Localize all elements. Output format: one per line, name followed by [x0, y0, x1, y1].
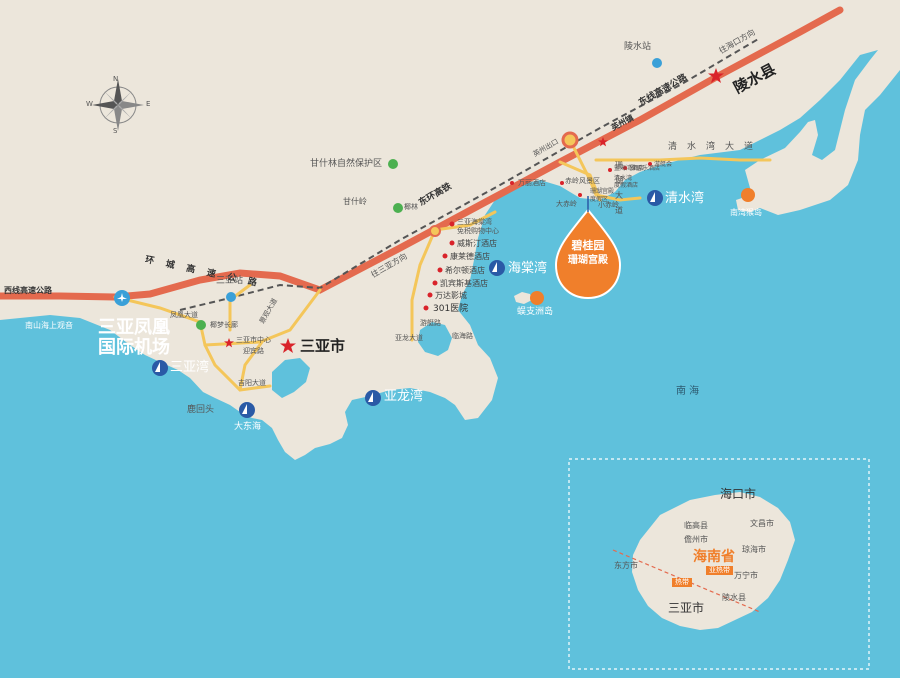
place-sanya-center: 三亚市中心 — [236, 336, 271, 344]
inset-province: 海南省 — [693, 549, 735, 565]
east-hotel-item: 游艇会 — [654, 161, 673, 168]
road-west-expressway: 西线高速公路 — [4, 286, 52, 295]
project-name-1: 碧桂园 — [571, 239, 605, 252]
compass-rose-icon — [92, 79, 144, 131]
inset-linggao: 临高县 — [684, 521, 708, 530]
road-yalong: 亚龙大道 — [395, 334, 423, 342]
place-xiaochiling: 小赤岭 — [598, 201, 619, 209]
east-hotel-item: 清水湾 度假酒店 — [614, 175, 639, 189]
sanya-river-inlet — [272, 358, 310, 398]
place-chiling: 赤岭风景区 — [565, 177, 600, 185]
airplane-icon — [114, 290, 130, 306]
road-shanhu: 珊瑚大道 — [615, 161, 623, 215]
place-nanshan: 南山海上观音 — [25, 321, 73, 330]
east-hotel-item: 蓝海湾酒店 — [614, 165, 645, 172]
compass-e: E — [146, 100, 151, 108]
red-star-icon — [598, 137, 608, 147]
cocktail-icon — [530, 188, 755, 305]
inset-danzhou: 儋州市 — [684, 535, 708, 544]
east-hotel-item: 雅居乐酒店 — [630, 165, 661, 172]
red-star-icon — [224, 338, 234, 348]
inset-wenchang: 文昌市 — [750, 519, 774, 528]
road-qingshui: 清水湾大道 — [668, 142, 764, 152]
hotel-item: 康莱德酒店 — [450, 252, 490, 261]
place-luhuitou: 鹿回头 — [187, 405, 215, 415]
place-nanwan-monkey: 南湾猴岛 — [730, 208, 762, 217]
hotel-item: 威斯汀酒店 — [457, 239, 497, 248]
hotel-item: 万达影城 — [435, 291, 467, 300]
compass-n: N — [113, 75, 119, 83]
bay-yalong: 亚龙湾 — [384, 389, 424, 404]
road-jiyang: 吉阳大道 — [238, 379, 266, 387]
place-yemaolin: 椰林 — [404, 203, 418, 211]
place-sanya-city: 三亚市 — [300, 337, 346, 355]
inset-dongfang: 东方市 — [614, 561, 638, 570]
project-name-2: 珊瑚宫殿 — [568, 255, 608, 266]
inset-sanya: 三亚市 — [668, 601, 705, 615]
inset-hainan-island — [632, 492, 795, 630]
inset-qionghai: 琼海市 — [742, 545, 766, 554]
place-ganshiling: 甘什岭 — [343, 197, 367, 206]
sea-south: 南 海 — [676, 386, 700, 397]
road-hd: 凤凰大道 — [170, 311, 198, 319]
bay-qingshui: 清水湾 — [665, 191, 705, 206]
place-hotel-cluster: 珊瑚宫殿 度假区 — [590, 188, 615, 203]
inset-haikou: 海口市 — [720, 487, 757, 501]
place-dachiling: 大赤岭 — [556, 200, 577, 208]
place-ganshilin: 甘什林自然保护区 — [310, 159, 383, 169]
red-star-icon — [280, 338, 296, 353]
park-icon — [196, 159, 403, 330]
hotel-item: 凯宾斯基酒店 — [440, 279, 488, 288]
road-yuyu: 游艇路 — [420, 319, 441, 327]
bay-sanya: 三亚湾 — [170, 360, 210, 375]
bay-haitang: 海棠湾 — [508, 261, 548, 276]
place-hospital: 301医院 — [433, 304, 469, 314]
harbour-inlet — [418, 322, 452, 356]
island-nanwan — [736, 196, 760, 212]
train-station-icon — [226, 58, 662, 302]
inset-wanning: 万宁市 — [734, 571, 758, 580]
inset-subtropic: 亚热带 — [706, 566, 733, 575]
location-pin-icon — [554, 208, 622, 300]
road-yingbin: 迎宾路 — [243, 347, 264, 355]
sail-glyphs — [155, 192, 655, 414]
hotel-item: 希尔顿酒店 — [445, 266, 485, 275]
inset-lingshui: 陵水县 — [722, 593, 746, 602]
compass-s: S — [113, 127, 118, 135]
hotel-dots — [423, 162, 652, 311]
place-haitang-dutyfree: 三亚海棠湾 免税购物中心 — [457, 218, 499, 235]
interchange-icon — [429, 131, 579, 237]
red-star-icon — [708, 68, 724, 83]
inset-frame — [568, 458, 870, 670]
place-wuzhizhou: 蜈支洲岛 — [517, 307, 554, 317]
place-wanli: 万丽酒店 — [518, 179, 546, 187]
place-sanya-station: 三亚站 — [216, 276, 244, 286]
compass-w: W — [86, 100, 93, 108]
road-linhai: 临海路 — [452, 332, 473, 340]
place-dadonghai: 大东海 — [234, 422, 262, 432]
place-lingshui-station: 陵水站 — [624, 42, 652, 52]
place-yemeng: 椰梦长廊 — [210, 321, 238, 329]
place-sanya-airport: 三亚凤凰 国际机场 — [98, 317, 170, 358]
inset-tropic: 热带 — [672, 578, 692, 587]
island-wuzhizhou — [514, 292, 532, 304]
